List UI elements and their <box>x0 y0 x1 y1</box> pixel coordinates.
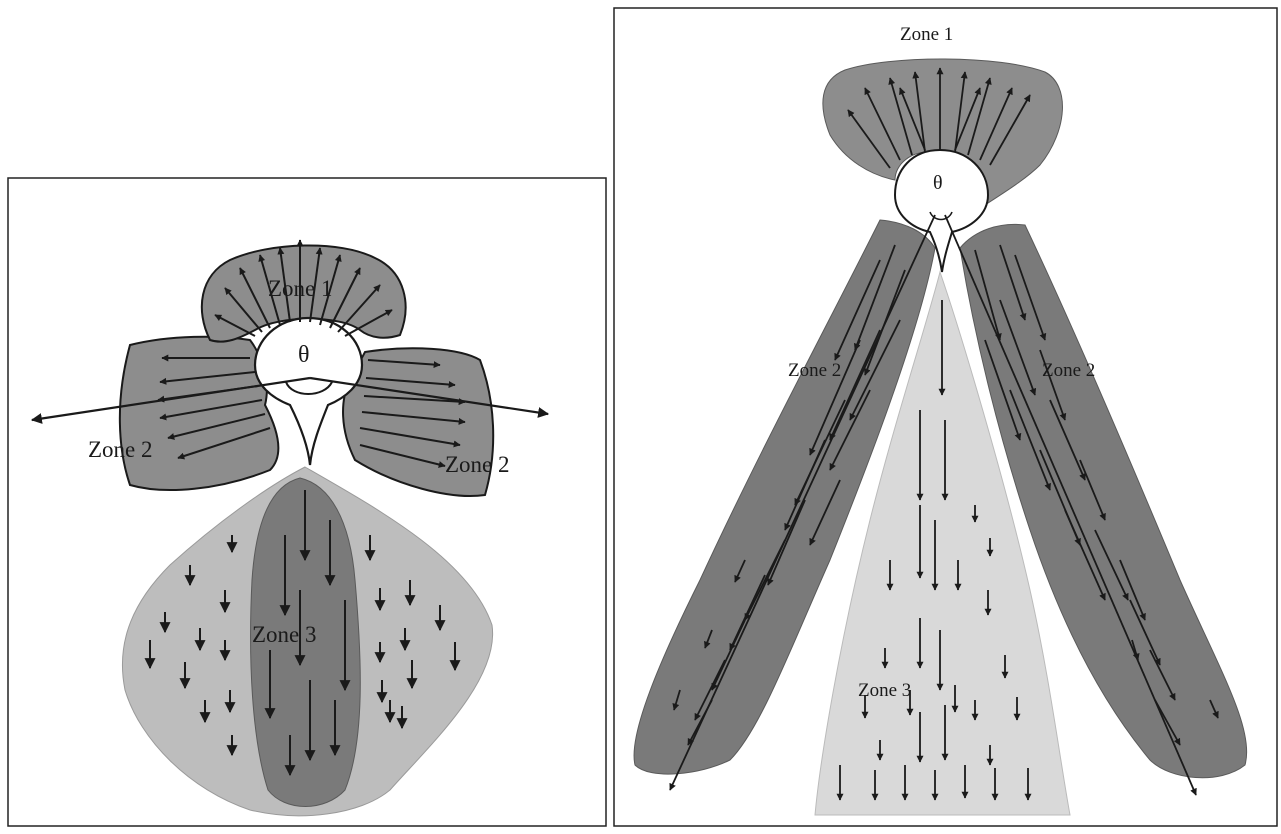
left-zone1-label: Zone 1 <box>268 276 333 301</box>
right-zone1-label: Zone 1 <box>900 24 953 45</box>
left-zone2-right-label: Zone 2 <box>445 452 510 477</box>
left-figure: Zone 1 θ Zone 2 Zone 2 Zone 3 <box>8 178 606 826</box>
right-zone3-label: Zone 3 <box>858 680 911 701</box>
right-zone2-right-label: Zone 2 <box>1042 360 1095 381</box>
left-zone2-left-label: Zone 2 <box>88 437 153 462</box>
right-zone2-left-label: Zone 2 <box>788 360 841 381</box>
right-theta-label: θ <box>933 172 943 194</box>
right-figure: Zone 1 θ Zone 2 Zone 2 Zone 3 <box>614 8 1277 826</box>
left-zone3-label: Zone 3 <box>252 622 317 647</box>
left-theta-label: θ <box>298 342 310 368</box>
